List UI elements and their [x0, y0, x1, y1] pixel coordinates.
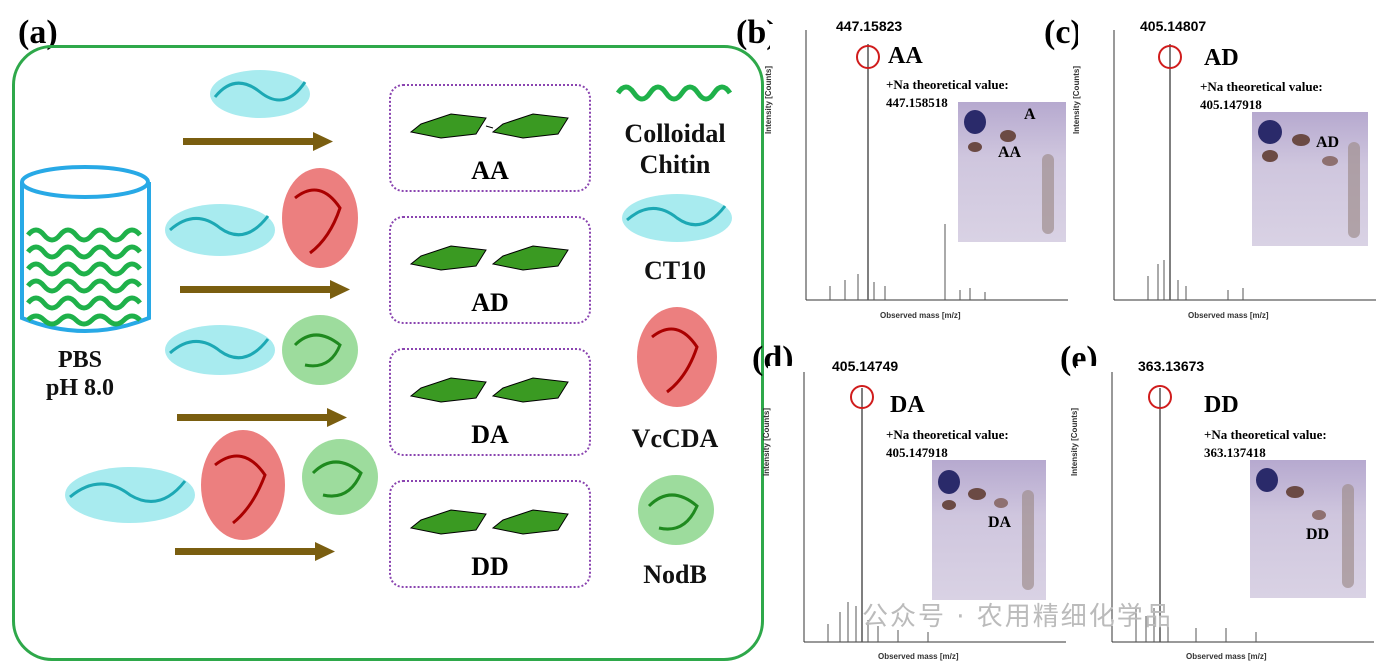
molecule-label: DD	[471, 552, 509, 581]
disaccharide-structure-icon	[409, 509, 569, 535]
buffer-name: PBS	[57, 347, 102, 373]
y-axis-label: Intensity [Counts]	[762, 408, 771, 476]
peak-mass-value: 405.14749	[832, 358, 899, 374]
row1-graphics	[183, 70, 333, 151]
vccda-icon	[201, 430, 285, 540]
tlc-label: DA	[988, 514, 1012, 531]
watermark-text: 公众号 · 农用精细化学品	[862, 602, 1173, 632]
chitin-fibers	[26, 227, 142, 327]
arrow-icon	[180, 280, 350, 299]
peak-marker-circle	[850, 385, 874, 409]
y-axis-label: Intensity [Counts]	[1072, 66, 1081, 134]
ms-spectrum-b: Intensity [Counts] Observed mass [m/z] 4…	[764, 18, 1070, 324]
row2-graphics	[165, 168, 358, 299]
theoretical-value: +Na theoretical value: 363.137418	[1204, 427, 1327, 460]
y-axis-label: Intensity [Counts]	[1070, 408, 1079, 476]
arrow-icon	[177, 408, 347, 427]
ms-spectrum-d: Intensity [Counts] Observed mass [m/z] 4…	[762, 358, 1068, 666]
molecule-label: DA	[471, 420, 509, 449]
theoretical-value: +Na theoretical value: 405.147918	[886, 427, 1009, 460]
tlc-plate-image: DA	[932, 460, 1046, 600]
peak-mass-value: 447.15823	[836, 18, 903, 34]
legend-substrate-line1: Colloidal	[624, 119, 726, 148]
row4-graphics	[65, 430, 378, 561]
nodb-icon	[282, 315, 358, 385]
ct10-icon	[622, 194, 732, 242]
ms-spectrum-e: Intensity [Counts] Observed mass [m/z] 3…	[1070, 358, 1376, 666]
vccda-icon	[282, 168, 358, 268]
spectrum-plot	[803, 372, 1066, 643]
disaccharide-structure-icon	[409, 245, 569, 271]
x-axis-label: Observed mass [m/z]	[1188, 311, 1269, 320]
product-label: DD	[1204, 392, 1239, 418]
arrow-icon	[183, 132, 333, 151]
chitin-fiber-icon	[615, 84, 733, 102]
molecule-box-dd: DD	[389, 480, 591, 588]
molecule-box-aa: AA	[389, 84, 591, 192]
tlc-plate-image: A AA	[958, 102, 1066, 242]
legend-enzyme-ct10: CT10	[643, 256, 707, 285]
theoretical-value: +Na theoretical value: 405.147918	[1200, 79, 1323, 112]
x-axis-label: Observed mass [m/z]	[1186, 652, 1267, 661]
peak-mass-value: 363.13673	[1138, 358, 1205, 374]
nodb-icon	[302, 439, 378, 515]
molecule-label: AA	[471, 156, 509, 185]
panel-c-letter: (c)	[1044, 14, 1082, 51]
nodb-icon	[638, 475, 714, 545]
ms-spectrum-c: Intensity [Counts] Observed mass [m/z] 4…	[1072, 18, 1378, 324]
peak-marker-circle	[1148, 385, 1172, 409]
molecule-box-da: DA	[389, 348, 591, 456]
spectrum-plot	[805, 30, 1068, 301]
y-axis-label: Intensity [Counts]	[764, 66, 773, 134]
spectrum-plot	[1111, 372, 1374, 643]
spectrum-plot	[1113, 30, 1376, 301]
disaccharide-structure-icon	[409, 377, 569, 403]
arrow-icon	[175, 542, 335, 561]
vccda-icon	[637, 307, 717, 407]
theoretical-value: +Na theoretical value: 447.158518	[886, 77, 1009, 110]
disaccharide-structure-icon	[409, 113, 569, 139]
beaker-icon	[20, 165, 151, 333]
tlc-plate-image: DD	[1250, 460, 1366, 598]
product-label: AD	[1204, 45, 1239, 71]
x-axis-label: Observed mass [m/z]	[880, 311, 961, 320]
product-label: DA	[890, 392, 925, 418]
tlc-label: DD	[1306, 526, 1330, 543]
tlc-plate-image: AD	[1252, 112, 1368, 246]
tlc-label: A	[1024, 106, 1036, 123]
peak-marker-circle	[1158, 45, 1182, 69]
panel-a-frame	[12, 45, 764, 661]
peak-mass-value: 405.14807	[1140, 18, 1207, 34]
legend-enzyme-nodb: NodB	[643, 560, 707, 589]
panel-a-letter: (a)	[18, 14, 58, 51]
tlc-label: AD	[1316, 134, 1340, 151]
molecule-label: AD	[471, 288, 509, 317]
x-axis-label: Observed mass [m/z]	[878, 652, 959, 661]
buffer-ph: pH 8.0	[45, 375, 114, 401]
molecule-box-ad: AD	[389, 216, 591, 324]
tlc-label: AA	[998, 144, 1022, 161]
product-label: AA	[888, 43, 923, 69]
peak-marker-circle	[856, 45, 880, 69]
ct10-icon	[165, 204, 275, 256]
row3-graphics	[165, 315, 358, 427]
legend-enzyme-vccda: VcCDA	[631, 424, 719, 453]
legend-substrate-line2: Chitin	[639, 150, 711, 179]
